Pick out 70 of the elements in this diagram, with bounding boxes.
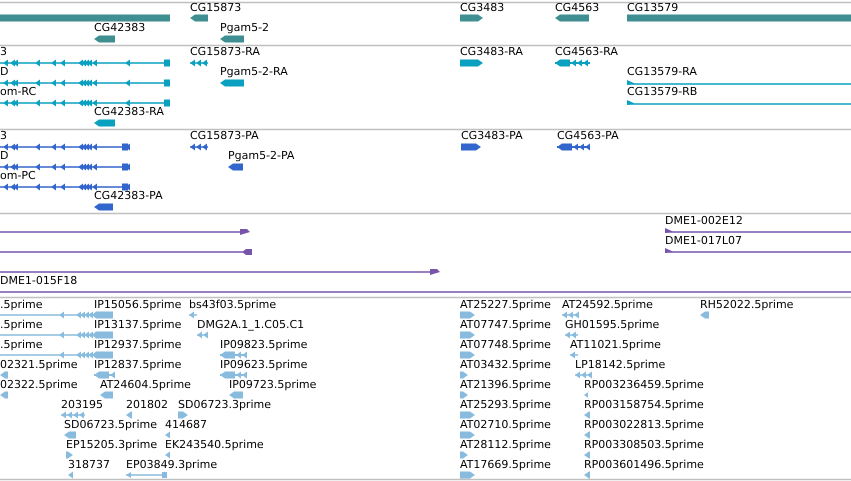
feature-label: AT07748.5prime: [460, 338, 551, 351]
feature-label: AT03432.5prime: [460, 358, 551, 371]
feature-label: om-RC: [0, 85, 36, 98]
feature-label: Pgam5-2-RA: [220, 65, 288, 78]
feature-label: 3: [0, 45, 7, 58]
feature-label: SD06723.5prime: [64, 418, 157, 431]
feature-label: CG4563: [555, 1, 600, 14]
feature-label: D: [0, 65, 8, 78]
feature-label: RP003601496.5prime: [584, 458, 704, 471]
feature-label: IP12937.5prime: [94, 338, 182, 351]
feature-label: CG15873-PA: [190, 129, 259, 142]
feature-label: 203195: [61, 398, 103, 411]
feature-label: 201802: [126, 398, 168, 411]
feature-label: 3: [0, 129, 7, 142]
feature-label: AT25227.5prime: [460, 298, 551, 311]
feature-label: om-PC: [0, 169, 36, 182]
feature-label: RP003236459.5prime: [584, 378, 704, 391]
feature-label: AT02710.5prime: [460, 418, 551, 431]
feature-label: IP13137.5prime: [94, 318, 182, 331]
feature-label: RP003022813.5prime: [584, 418, 704, 431]
feature-label: IP09723.5prime: [229, 378, 316, 391]
feature-label: D: [0, 149, 8, 162]
feature-label: .5prime: [0, 318, 43, 331]
feature-label: AT24604.5prime: [100, 378, 191, 391]
feature-label: bs43f03.5prime: [189, 298, 276, 311]
feature-label: CG13579-RB: [627, 85, 698, 98]
feature-label: CG42383-RA: [94, 105, 164, 118]
feature-label: RP003158754.5prime: [584, 398, 704, 411]
feature-label: .5prime: [0, 338, 43, 351]
feature-label: GH01595.5prime: [565, 318, 660, 331]
feature-label: IP12837.5prime: [94, 358, 182, 371]
feature-label: SD06723.3prime: [178, 398, 271, 411]
feature-label: CG4563-PA: [557, 129, 619, 142]
feature-label: DMG2A.1_1.C05.C1: [197, 318, 304, 331]
feature-label: AT21396.5prime: [460, 378, 551, 391]
feature-label: DME1-017L07: [665, 234, 742, 247]
feature-label: AT28112.5prime: [460, 438, 551, 451]
feature-label: CG4563-RA: [555, 45, 618, 58]
feature-label: AT24592.5prime: [562, 298, 653, 311]
feature-label: DME1-002E12: [665, 214, 743, 227]
feature-label: 02321.5prime: [0, 358, 78, 371]
feature-label: EK243540.5prime: [165, 438, 264, 451]
feature-label: CG13579: [627, 1, 678, 14]
feature-label: Pgam5-2-PA: [228, 149, 294, 162]
feature-label: CG42383: [94, 21, 146, 34]
feature-label: CG15873: [190, 1, 242, 14]
feature-label: IP09823.5prime: [220, 338, 308, 351]
feature-label: .5prime: [0, 298, 43, 311]
feature-label: RP003308503.5prime: [584, 438, 704, 451]
feature-label: 414687: [165, 418, 207, 431]
feature-label: EP15205.3prime: [66, 438, 158, 451]
feature-label: AT07747.5prime: [460, 318, 551, 331]
feature-label: AT17669.5prime: [460, 458, 551, 471]
feature-label: CG3483-RA: [460, 45, 523, 58]
feature-label: CG3483-PA: [461, 129, 523, 142]
feature-label: IP15056.5prime: [94, 298, 182, 311]
feature-label: AT11021.5prime: [570, 338, 661, 351]
feature-label: CG13579-RA: [627, 65, 697, 78]
feature-label: CG42383-PA: [94, 189, 163, 202]
feature-label: EP03849.3prime: [126, 458, 218, 471]
feature-label: DME1-015F18: [0, 274, 78, 287]
feature-label: IP09623.5prime: [220, 358, 308, 371]
feature-label: CG15873-RA: [190, 45, 260, 58]
feature-label: Pgam5-2: [220, 21, 270, 34]
feature-label: AT25293.5prime: [460, 398, 551, 411]
feature-label: 02322.5prime: [0, 378, 78, 391]
feature-label: LP18142.5prime: [575, 358, 666, 371]
feature-label: CG3483: [460, 1, 504, 14]
feature-label: RH52022.5prime: [700, 298, 794, 311]
feature-label: 318737: [68, 458, 110, 471]
